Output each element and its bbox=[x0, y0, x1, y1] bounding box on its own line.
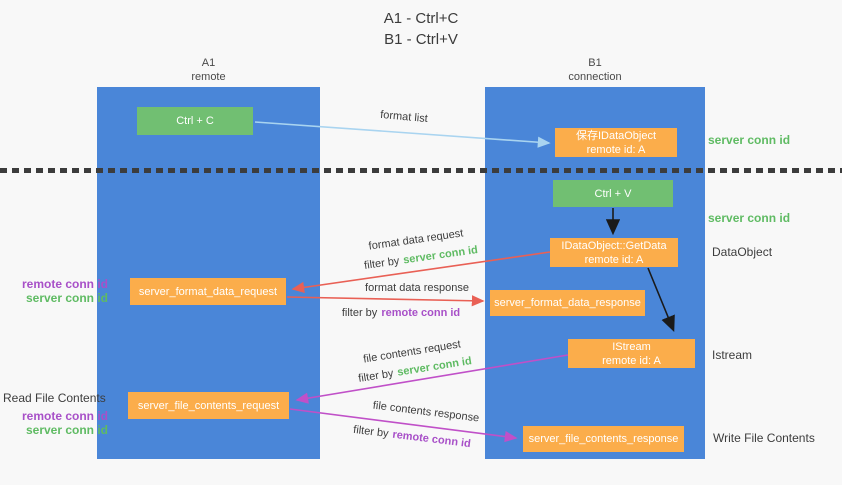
save-dataobject-box: 保存IDataObject remote id: A bbox=[555, 128, 677, 157]
file-request-box: server_file_contents_request bbox=[128, 392, 289, 419]
remote-conn-id-label: remote conn id bbox=[21, 409, 108, 423]
lane-a1-name: A1 bbox=[201, 57, 216, 69]
conn-id-pair-format: remote conn id server conn id bbox=[8, 277, 108, 305]
write-file-contents-label: Write File Contents bbox=[713, 431, 815, 445]
save-dataobject-line1: 保存IDataObject bbox=[575, 129, 657, 142]
title-line-1: A1 - Ctrl+C bbox=[383, 10, 459, 27]
lane-a1-subtitle: remote bbox=[191, 71, 226, 83]
title-line-2: B1 - Ctrl+V bbox=[384, 31, 458, 48]
dataobject-label: DataObject bbox=[712, 245, 773, 259]
remote-conn-id-label: remote conn id bbox=[21, 277, 108, 291]
server-conn-id-mid: server conn id bbox=[708, 211, 791, 225]
istream-side-label: Istream bbox=[712, 348, 753, 362]
filter-by-text: filter by bbox=[341, 307, 378, 319]
format-request-box: server_format_data_request bbox=[130, 278, 286, 305]
file-response-box: server_file_contents_response bbox=[523, 426, 684, 452]
format-response-box: server_format_data_response bbox=[490, 290, 645, 316]
diagram-title: A1 - Ctrl+C B1 - Ctrl+V bbox=[0, 8, 842, 50]
save-dataobject-line2: remote id: A bbox=[586, 143, 646, 156]
copy-paste-divider-line bbox=[0, 168, 842, 173]
getdata-box: IDataObject::GetData remote id: A bbox=[550, 238, 678, 267]
lane-b1-subtitle: connection bbox=[568, 71, 622, 83]
server-conn-id-label: server conn id bbox=[25, 291, 108, 305]
conn-id-pair-file: remote conn id server conn id bbox=[8, 409, 108, 437]
filter-by-text: filter by bbox=[357, 367, 395, 385]
filter-by-text: filter by bbox=[363, 255, 401, 272]
server-conn-id-top: server conn id bbox=[708, 133, 791, 147]
server-conn-id-text: server conn id bbox=[402, 244, 479, 267]
label-file-contents-response: file contents response bbox=[372, 399, 480, 425]
server-conn-id-label: server conn id bbox=[25, 423, 108, 437]
istream-line1: IStream bbox=[612, 340, 651, 353]
label-format-list: format list bbox=[379, 108, 429, 126]
ctrl-c-label: Ctrl + C bbox=[176, 115, 214, 127]
lane-b1-name: B1 bbox=[588, 57, 602, 69]
remote-conn-id-text: remote conn id bbox=[381, 307, 461, 319]
ctrl-c-key: Ctrl + C bbox=[137, 107, 253, 135]
lane-header-a1: A1 remote bbox=[97, 56, 320, 84]
getdata-line2: remote id: A bbox=[584, 253, 644, 266]
label-format-data-response: format data response bbox=[365, 282, 469, 294]
istream-line2: remote id: A bbox=[602, 354, 661, 367]
filter-by-text: filter by bbox=[352, 423, 390, 441]
read-file-contents-label: Read File Contents bbox=[3, 391, 106, 405]
lane-header-b1: B1 connection bbox=[485, 56, 705, 84]
istream-box: IStream remote id: A bbox=[568, 339, 695, 368]
ctrl-v-label: Ctrl + V bbox=[594, 187, 632, 200]
ctrl-v-key: Ctrl + V bbox=[553, 180, 673, 207]
remote-conn-id-text: remote conn id bbox=[391, 428, 472, 451]
getdata-line1: IDataObject::GetData bbox=[561, 239, 667, 252]
